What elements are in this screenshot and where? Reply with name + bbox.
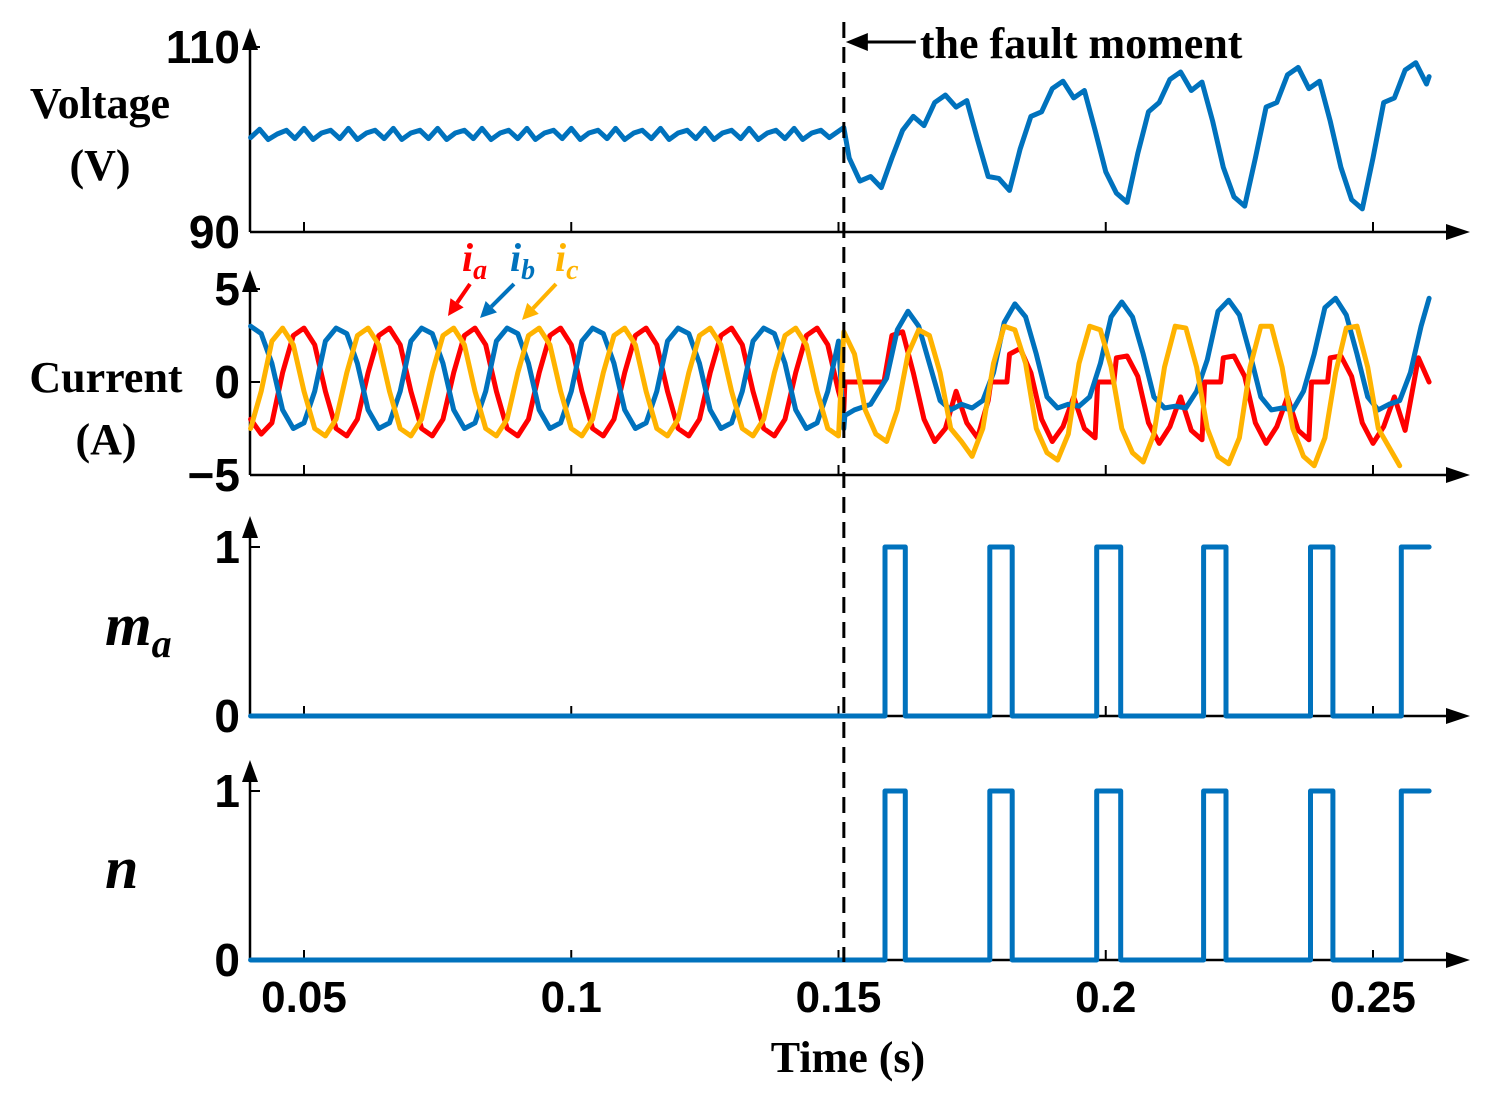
x-tick-label: 0.2 [1075,973,1136,1022]
x-tick-label: 0.1 [541,973,602,1022]
x-tick-label: 0.15 [796,973,882,1022]
legend-label: ia [462,235,487,286]
y-tick-label: 0 [214,934,240,986]
y-label-subscript: a [152,621,172,666]
legend-label-base: i [462,235,473,280]
x-axis-arrow [1446,708,1470,724]
series-voltage [248,60,1432,212]
y-axis-arrow [242,28,258,50]
y-tick-label: 5 [214,263,240,315]
legend-arrow-head [480,301,497,318]
y-tick-label: 0 [214,356,240,408]
series-ic [248,323,1403,469]
legend-entry-ic: ic [522,235,579,320]
legend-label-sub: b [521,255,535,286]
y-axis-arrow [242,516,258,538]
y-label-base: n [105,835,138,901]
legend-arrow-shaft [489,282,516,309]
series-ma [248,544,1432,719]
x-axis-arrow [1446,952,1470,968]
y-tick-label: 0 [214,690,240,742]
x-axis-label: Time (s) [771,1033,925,1082]
fault-arrow-head [845,33,868,51]
y-axis-label: Voltage [30,79,170,128]
y-tick-label: 90 [189,206,240,258]
x-tick-label: 0.05 [261,973,347,1022]
legend-arrow-shaft [455,282,472,304]
fault-annotation-text: the fault moment [920,19,1243,68]
y-tick-label: 110 [166,21,240,73]
y-axis-label: ma [105,592,172,666]
fault-annotation: the fault moment [845,19,1243,68]
legend-arrow-head [448,298,464,316]
y-axis-arrow [242,760,258,782]
x-tick-label: 0.25 [1330,973,1416,1022]
legend-label: ic [555,235,579,286]
legend-arrow-shaft [531,282,558,310]
legend-entry-ia: ia [448,235,487,316]
y-tick-label: 1 [214,521,240,573]
y-axis-label: n [105,835,138,901]
y-axis-label: Current [29,353,183,402]
y-tick-label: −5 [188,449,240,501]
legend-entry-ib: ib [480,235,535,318]
y-axis-label-unit: (A) [75,415,136,464]
legend-label-sub: c [566,255,579,286]
legend-label-base: i [555,235,566,280]
legend-label: ib [510,235,535,286]
series-n [248,788,1432,963]
panel-3: 0 1 ma [105,516,1470,742]
y-label-base: m [105,592,152,658]
x-axis-arrow [1446,467,1470,483]
y-axis-arrow [242,270,258,292]
x-axis-arrow [1446,224,1470,240]
panel-4: 0 1 n [105,760,1470,986]
legend-arrow-head [522,302,539,320]
y-axis-label-unit: (V) [69,141,130,190]
y-tick-label: 1 [214,765,240,817]
legend-label-sub: a [473,255,487,286]
legend-label-base: i [510,235,521,280]
